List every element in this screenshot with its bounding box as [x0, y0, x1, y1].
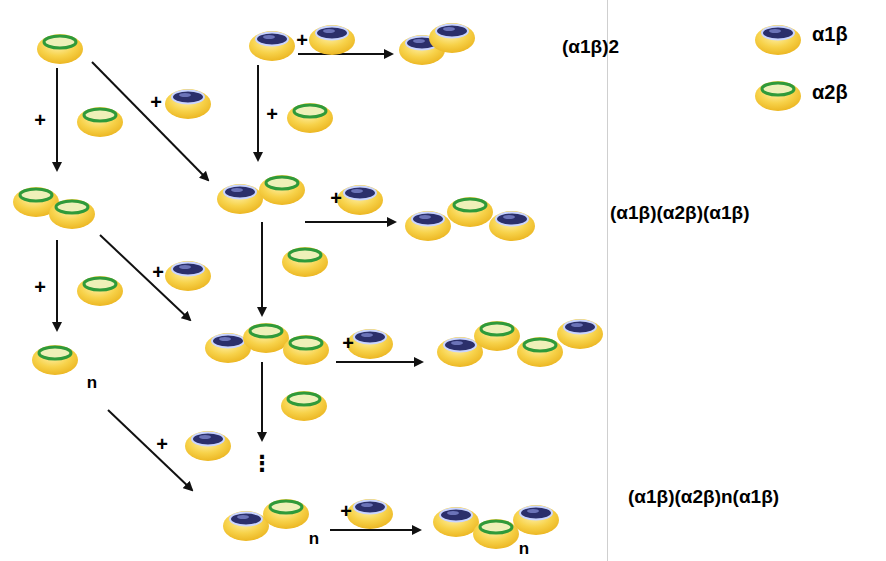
complex-formula: (α1β)(α2β)(α1β): [610, 203, 750, 222]
plus-sign: +: [34, 277, 46, 297]
legend-text: α2β: [812, 82, 848, 102]
plus-sign: +: [330, 188, 342, 208]
complex-formula: (α1β)(α2β)n(α1β): [628, 487, 779, 506]
plus-sign: +: [156, 434, 168, 454]
plus-sign: +: [152, 262, 164, 282]
plus-sign: +: [340, 501, 352, 521]
repeat-index: n: [309, 530, 319, 547]
plus-sign: +: [296, 30, 308, 50]
complex-formula: (α1β)2: [562, 37, 619, 56]
plus-sign: +: [266, 104, 278, 124]
continuation-dots: ⋮: [251, 453, 273, 475]
plus-sign: +: [342, 333, 354, 353]
repeat-index: n: [519, 540, 529, 557]
repeat-index: n: [87, 374, 97, 391]
plus-sign: +: [150, 92, 162, 112]
legend-text: α1β: [812, 24, 848, 44]
plus-sign: +: [34, 110, 46, 130]
